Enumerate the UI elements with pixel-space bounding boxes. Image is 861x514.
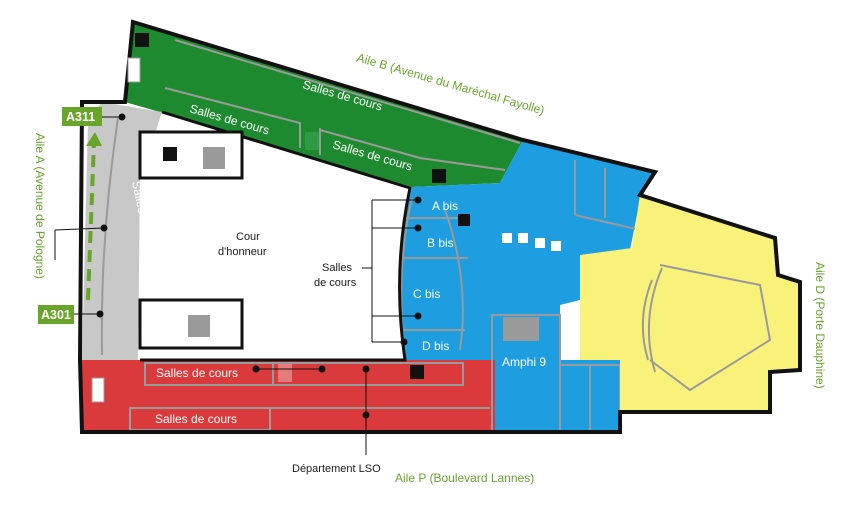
wing-label-a: Aile A (Avenue de Pologne) [33,133,47,279]
dept-label: Département LSO [292,463,381,475]
route-arrow [86,132,102,301]
elevator-icon [502,233,561,251]
route-start-label: A301 [41,308,71,322]
room-label-c-bis: C bis [413,287,440,301]
courtyard [140,112,410,360]
room-label-amphi: Amphi 9 [502,355,546,369]
route-end-label: A311 [66,110,95,124]
room-label-p-bottom: Salles de cours [155,412,237,426]
wing-blue [399,140,655,432]
building-outline [77,19,802,434]
stairs-icon [91,57,539,403]
wing-d-walls [641,264,772,392]
wing-d [580,195,800,412]
room-label-b-bis: B bis [427,236,454,250]
wing-label-p: Aile P (Boulevard Lannes) [395,471,534,485]
route-end-tag: A311 [62,107,126,126]
salles-label-1: Salles [322,262,352,274]
wing-b-walls [164,39,521,171]
restroom-icon [135,33,446,379]
wing-label-d: Aile D (Porte Dauphine) [813,262,827,389]
room-label-a-bis: A bis [432,199,458,213]
salles-pointer [362,196,422,346]
courtyard-label-2: d'honneur [218,246,267,258]
accessibility-icon [458,214,470,226]
room-label-d-bis: D bis [422,339,449,353]
route-start-tag: A301 [38,305,74,324]
room-label-p-top: Salles de cours [156,366,238,380]
wing-b [125,22,523,187]
salles-label-2: de cours [314,277,357,289]
wing-p [80,360,495,432]
dept-pointer [252,365,370,455]
courtyard-label-1: Cour [236,231,260,243]
